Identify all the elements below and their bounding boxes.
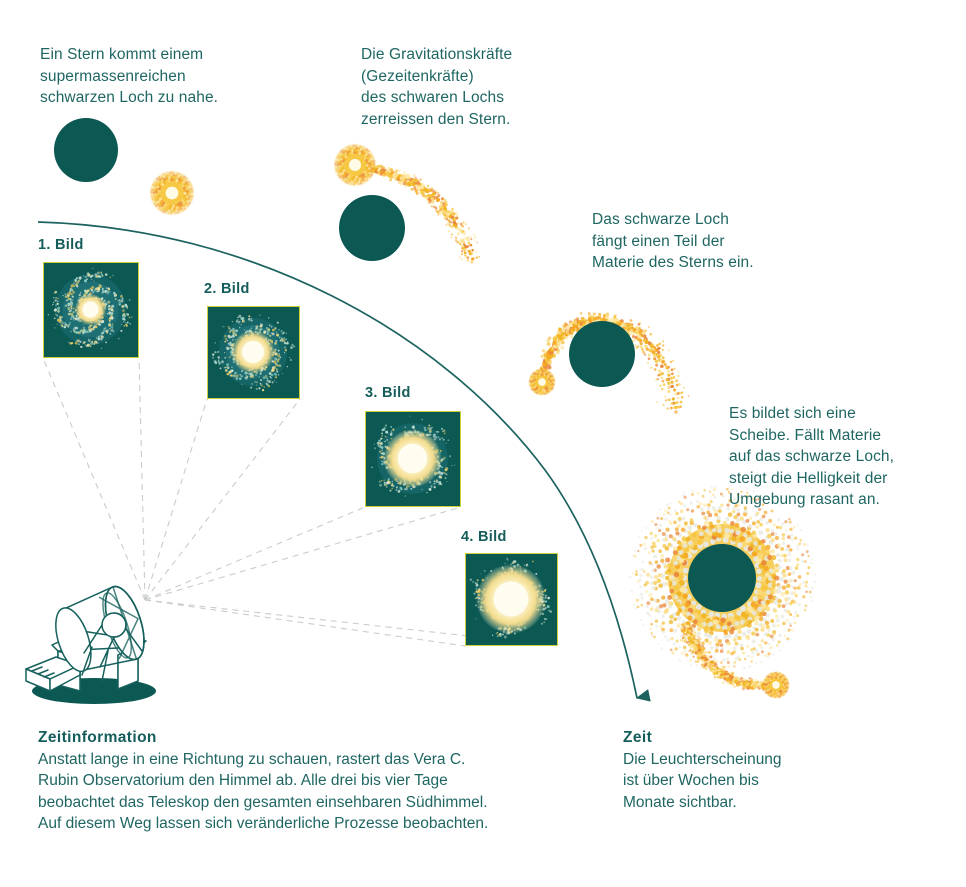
caption-disk-forms: Es bildet sich eine Scheibe. Fällt Mater… xyxy=(729,405,895,508)
caption-tidal-forces: Die Gravitationskräfte (Gezeitenkräfte) … xyxy=(361,46,513,128)
star-4 xyxy=(762,671,790,699)
star-3 xyxy=(528,368,556,396)
telescope-icon xyxy=(25,585,156,704)
footer-zeitinformation: Zeitinformation Anstatt lange in eine Ri… xyxy=(38,727,583,835)
thumbnail-4[interactable] xyxy=(465,553,558,646)
time-arrow xyxy=(37,221,651,702)
sequence-label-1: 1. Bild xyxy=(38,237,84,253)
sequence-label-4: 4. Bild xyxy=(461,529,507,545)
thumbnail-2[interactable] xyxy=(207,306,300,399)
footer-zeitinformation-title: Zeitinformation xyxy=(38,729,157,746)
scene-2-star-disrupted xyxy=(333,143,481,264)
sequence-label-2: 2. Bild xyxy=(204,281,250,297)
footer-zeit: Zeit Die Leuchterscheinung ist über Woch… xyxy=(623,727,868,813)
black-hole-2 xyxy=(339,195,405,261)
black-hole-1 xyxy=(54,118,118,182)
star-1 xyxy=(149,170,195,216)
black-hole-3 xyxy=(569,321,635,387)
scene-4-accretion-disk xyxy=(628,484,817,699)
caption-star-approaches: Ein Stern kommt einem supermassenreichen… xyxy=(40,46,219,106)
footer-zeit-title: Zeit xyxy=(623,729,653,746)
caption-black-hole-captures: Das schwarze Loch fängt einen Teil der M… xyxy=(592,211,754,271)
thumbnail-1[interactable] xyxy=(43,262,139,358)
black-hole-4 xyxy=(688,544,756,612)
sequence-label-3: 3. Bild xyxy=(365,385,411,401)
scene-1-star-and-black-hole xyxy=(54,118,195,216)
footer-zeit-body: Die Leuchterscheinung ist über Wochen bi… xyxy=(623,750,782,811)
footer-zeitinformation-body: Anstatt lange in eine Richtung zu schaue… xyxy=(38,750,489,833)
thumbnail-3[interactable] xyxy=(365,411,461,507)
scene-3-matter-captured xyxy=(528,312,690,414)
star-2 xyxy=(333,143,377,187)
accretion-disk xyxy=(628,484,817,672)
